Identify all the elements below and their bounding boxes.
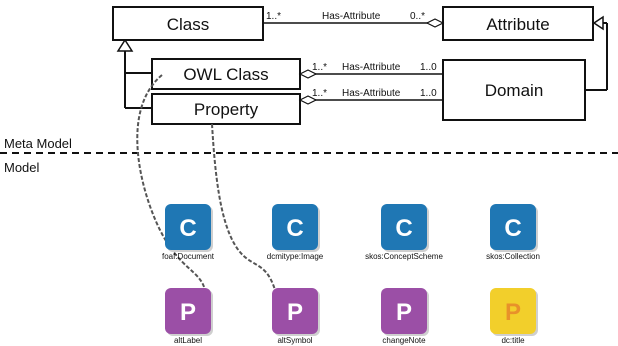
tile-background xyxy=(272,288,318,334)
tile-background xyxy=(165,288,211,334)
class-box xyxy=(112,6,264,41)
tile-caption: foaf:Document xyxy=(162,252,215,261)
owl-class-label: OWL Class xyxy=(183,65,268,84)
tile-background xyxy=(272,204,318,250)
aggregation-diamond xyxy=(298,95,318,105)
multiplicity-label: 1..* xyxy=(266,11,281,22)
property-label: Property xyxy=(194,100,259,119)
instance-of-connector xyxy=(211,123,276,291)
tile-caption: skos:ConceptScheme xyxy=(365,252,443,261)
tile-letter: P xyxy=(505,299,521,326)
multiplicity-label: 1..* xyxy=(312,88,327,99)
association-label: Has-Attribute xyxy=(342,88,401,99)
domain-label: Domain xyxy=(485,81,544,100)
instance-tiles: Cfoaf:DocumentCdcmitype:ImageCskos:Conce… xyxy=(162,204,540,345)
tile-letter: P xyxy=(396,299,412,326)
meta-model-label: Meta Model xyxy=(4,136,72,151)
property-box xyxy=(151,93,301,125)
tile-background xyxy=(490,204,536,250)
tile-letter: C xyxy=(179,215,196,242)
tile-background xyxy=(381,204,427,250)
property-instance-8: Pdc:title xyxy=(490,288,538,345)
tile-caption: changeNote xyxy=(382,336,426,345)
association-label: Has-Attribute xyxy=(322,11,381,22)
class-label: Class xyxy=(167,15,210,34)
tile-letter: C xyxy=(395,215,412,242)
tile-background xyxy=(165,204,211,250)
tile-letter: C xyxy=(286,215,303,242)
multiplicity-label: 1..* xyxy=(312,62,327,73)
domain-box xyxy=(442,59,586,121)
aggregation-diamond xyxy=(298,69,318,79)
tile-letter: C xyxy=(504,215,521,242)
generalization-arrow xyxy=(116,38,134,52)
generalization-arrow xyxy=(592,15,604,31)
model-label: Model xyxy=(4,160,40,175)
multiplicity-label: 0..* xyxy=(410,11,425,22)
tile-letter: P xyxy=(287,299,303,326)
tile-caption: altSymbol xyxy=(277,336,312,345)
attribute-label: Attribute xyxy=(486,15,549,34)
tile-caption: skos:Collection xyxy=(486,252,540,261)
tile-background xyxy=(490,288,536,334)
tile-caption: dcmitype:Image xyxy=(267,252,324,261)
multiplicity-label: 1..0 xyxy=(420,88,437,99)
association-label: Has-Attribute xyxy=(342,62,401,73)
aggregation-diamond xyxy=(425,18,445,28)
tile-letter: P xyxy=(180,299,196,326)
tile-caption: altLabel xyxy=(174,336,202,345)
tile-caption: dc:title xyxy=(501,336,525,345)
multiplicity-label: 1..0 xyxy=(420,62,437,73)
tile-background xyxy=(381,288,427,334)
